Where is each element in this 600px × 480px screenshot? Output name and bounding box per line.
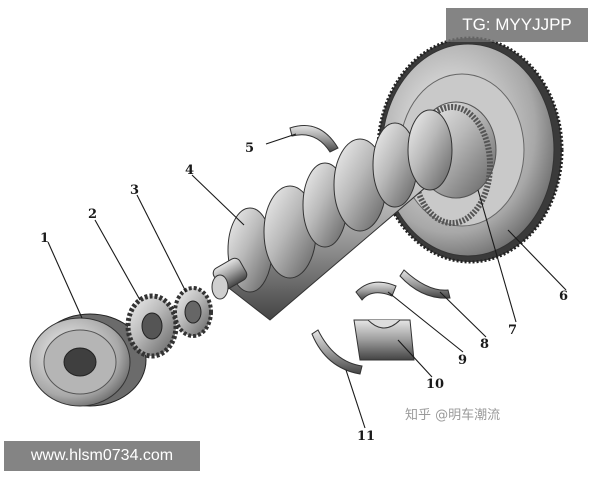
main-bearing-cap bbox=[353, 319, 415, 361]
callout-1: 1 bbox=[40, 231, 49, 246]
telegram-watermark: TG: MYYJJPP bbox=[446, 8, 588, 42]
crankshaft bbox=[211, 109, 453, 321]
sprocket bbox=[173, 286, 213, 338]
callout-8: 8 bbox=[480, 337, 489, 352]
timing-gear bbox=[125, 293, 179, 359]
zhihu-watermark: 知乎 @明车潮流 bbox=[405, 408, 501, 423]
callout-7: 7 bbox=[508, 323, 517, 338]
callout-3: 3 bbox=[130, 183, 139, 198]
crankshaft-pulley bbox=[29, 313, 147, 407]
callout-9: 9 bbox=[458, 353, 467, 368]
website-watermark: www.hlsm0734.com bbox=[4, 441, 200, 471]
callout-labels: 1 2 3 4 5 6 7 8 9 10 11 bbox=[40, 141, 568, 444]
callout-5: 5 bbox=[245, 141, 254, 156]
callout-11: 11 bbox=[357, 429, 375, 444]
upper-bearing-shell bbox=[289, 125, 339, 153]
lower-bearing-shell bbox=[355, 281, 397, 301]
callout-6: 6 bbox=[559, 289, 568, 304]
thrust-washer-lower bbox=[311, 329, 363, 375]
callout-10: 10 bbox=[426, 377, 444, 392]
callout-2: 2 bbox=[88, 207, 97, 222]
leader-lines bbox=[47, 133, 567, 429]
thrust-washer-upper bbox=[399, 269, 451, 299]
callout-4: 4 bbox=[185, 163, 194, 178]
